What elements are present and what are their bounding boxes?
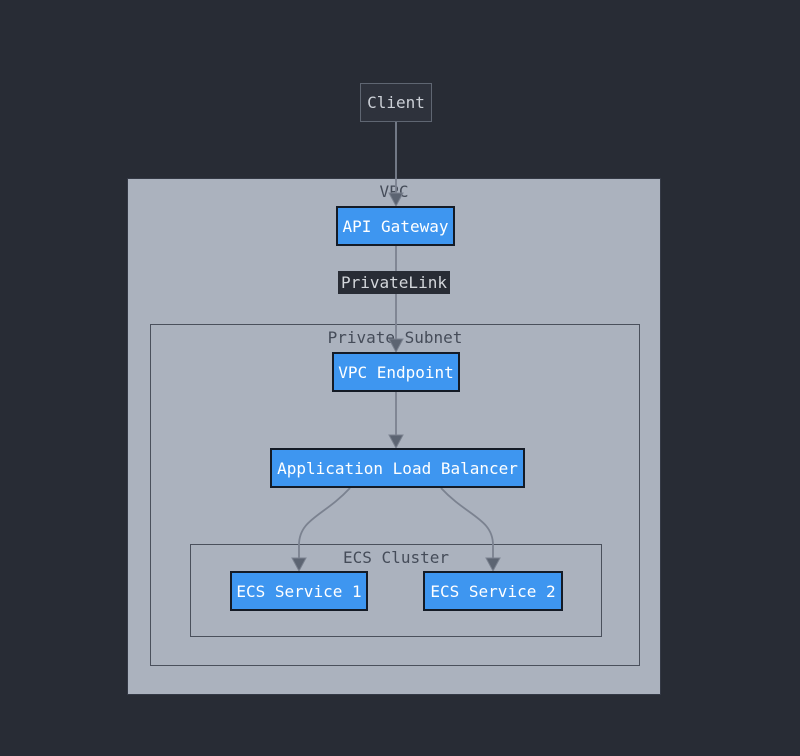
node-ecs-service-2-label: ECS Service 2 [430, 581, 556, 601]
node-vpc-endpoint: VPC Endpoint [332, 352, 460, 392]
node-ecs-service-1: ECS Service 1 [230, 571, 368, 611]
node-api-gateway-label: API Gateway [342, 216, 449, 236]
node-client-label: Client [367, 93, 425, 112]
node-application-load-balancer-label: Application Load Balancer [277, 458, 518, 478]
node-application-load-balancer: Application Load Balancer [270, 448, 525, 488]
node-api-gateway: API Gateway [336, 206, 455, 246]
node-ecs-service-1-label: ECS Service 1 [236, 581, 362, 601]
privatelink-edge-label: PrivateLink [338, 271, 450, 294]
ecs-cluster-label: ECS Cluster [343, 548, 449, 567]
vpc-label: VPC [379, 182, 409, 201]
private-subnet-label: Private Subnet [327, 328, 463, 347]
node-ecs-service-2: ECS Service 2 [423, 571, 563, 611]
node-client: Client [360, 83, 432, 122]
node-vpc-endpoint-label: VPC Endpoint [338, 362, 454, 382]
